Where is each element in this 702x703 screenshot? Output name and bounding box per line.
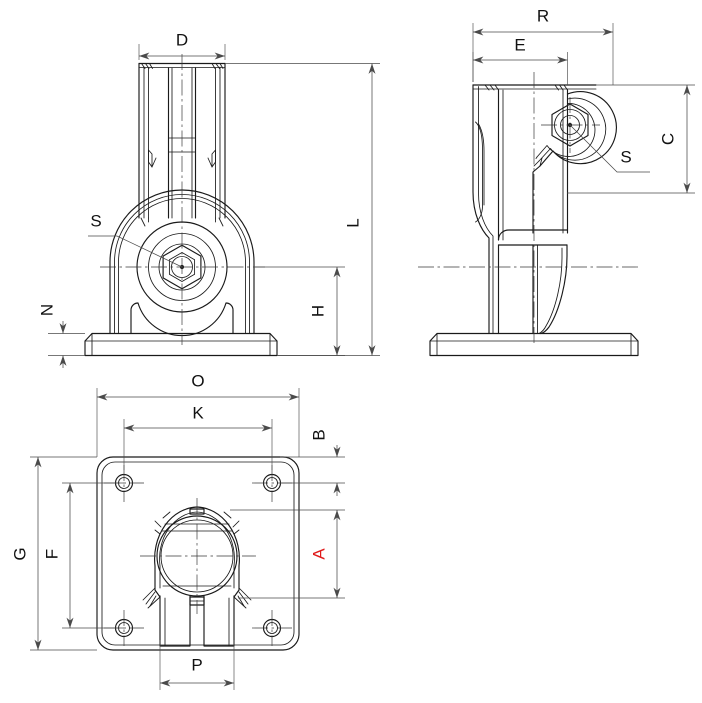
plan-clamp-legs xyxy=(159,595,235,647)
dim-label-O: O xyxy=(191,371,204,390)
side-elevation-view: S R E C xyxy=(418,6,695,357)
side-body-profile xyxy=(472,84,597,335)
dim-label-F: F xyxy=(42,549,61,559)
dim-label-D: D xyxy=(176,30,188,49)
dim-label-E: E xyxy=(514,35,525,54)
plan-bottom-view: O K P G F xyxy=(10,371,345,690)
dim-label-B: B xyxy=(309,429,328,440)
front-leader-S: S xyxy=(88,211,183,268)
dim-P: P xyxy=(159,640,235,690)
front-elevation-view: S D L H N xyxy=(37,30,380,368)
dim-K: K xyxy=(123,403,273,470)
dim-label-L: L xyxy=(343,218,362,227)
dim-label-N: N xyxy=(37,304,56,316)
dim-label-C: C xyxy=(658,133,677,145)
dim-label-R: R xyxy=(537,6,549,25)
dim-O: O xyxy=(96,371,300,457)
dim-label-S-side: S xyxy=(620,147,631,166)
dim-E: E xyxy=(472,35,568,85)
dim-B: B xyxy=(280,429,345,496)
dim-A: A xyxy=(230,509,345,599)
dim-label-G: G xyxy=(10,547,29,560)
dim-label-H: H xyxy=(308,305,327,317)
dim-N: N xyxy=(37,304,85,368)
dim-G: G xyxy=(10,456,97,651)
dim-label-P: P xyxy=(191,655,202,674)
dim-H: H xyxy=(254,266,345,356)
dim-R: R xyxy=(472,6,614,85)
dim-F: F xyxy=(42,482,124,629)
dim-label-S-front: S xyxy=(90,211,101,230)
dim-label-K: K xyxy=(192,403,204,422)
plan-base-plate xyxy=(96,456,300,651)
side-clamp-eye xyxy=(532,91,617,234)
side-leader-S: S xyxy=(569,124,650,173)
dim-D: D xyxy=(138,30,226,60)
dim-label-A: A xyxy=(309,548,328,560)
dim-C: C xyxy=(567,84,695,194)
